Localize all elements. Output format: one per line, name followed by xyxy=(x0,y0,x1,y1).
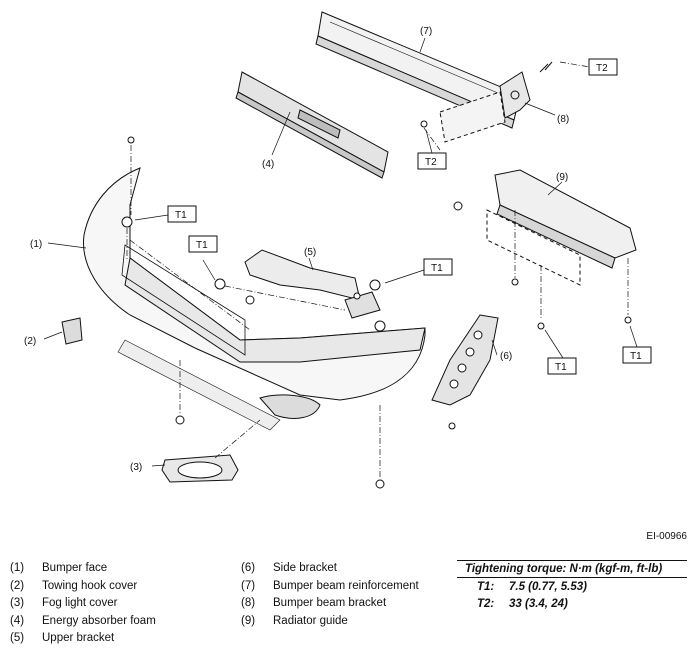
figure-code: EI-00966 xyxy=(646,531,687,542)
legend-right-column: (6) Side bracket (7) Bumper beam reinforce… xyxy=(241,560,419,630)
label-part-9: (9) xyxy=(556,172,568,183)
svg-text:T1: T1 xyxy=(555,362,567,373)
legend-number: (4) xyxy=(10,614,25,627)
legend-item: (6) Side bracket xyxy=(241,560,419,578)
legend-label: Upper bracket xyxy=(42,632,115,645)
torque-heading: Tightening torque: N·m (kgf-m, ft-lb) xyxy=(457,560,687,578)
torque-label: T1: xyxy=(477,581,495,593)
legend-label: Fog light cover xyxy=(42,597,118,610)
torque-value: 33 (3.4, 24) xyxy=(509,598,568,610)
legend-item: (5) Upper bracket xyxy=(10,630,156,648)
legend-label: Towing hook cover xyxy=(42,579,138,592)
part-number-labels: (1) (2) (3) (4) (5) (6) (7) (8) (9) xyxy=(24,26,569,473)
legend-item: (4) Energy absorber foam xyxy=(10,613,156,631)
torque-specification-table: Tightening torque: N·m (kgf-m, ft-lb) T1… xyxy=(457,560,687,612)
upper-bracket-drawing xyxy=(244,249,381,319)
legend-number: (2) xyxy=(10,579,25,592)
fasteners xyxy=(121,120,632,489)
legend-label: Side bracket xyxy=(273,562,337,574)
callout-t1-radiator-left: T1 xyxy=(547,357,577,375)
legend-item: (9) Radiator guide xyxy=(241,613,419,631)
legend-number: (6) xyxy=(241,562,256,574)
callout-t1-bumper-top: T1 xyxy=(167,205,197,223)
svg-text:T2: T2 xyxy=(596,63,608,74)
fog-light-cover-drawing xyxy=(161,454,239,483)
svg-text:T1: T1 xyxy=(431,263,443,274)
legend-item: (3) Fog light cover xyxy=(10,595,156,613)
legend-number: (3) xyxy=(10,597,25,610)
legend-item: (8) Bumper beam bracket xyxy=(241,595,419,613)
callout-t1-upper-bracket: T1 xyxy=(423,258,453,276)
label-part-6: (6) xyxy=(500,351,512,362)
side-bracket-drawing xyxy=(431,314,499,406)
svg-text:T2: T2 xyxy=(425,157,437,168)
legend-label: Bumper beam reinforcement xyxy=(273,579,419,592)
label-part-3: (3) xyxy=(130,462,142,473)
bumper-beam-bracket-drawing xyxy=(439,61,553,143)
label-part-1: (1) xyxy=(30,239,42,250)
svg-text:T1: T1 xyxy=(175,210,187,221)
legend-label: Radiator guide xyxy=(273,614,348,627)
callout-t1-radiator-right: T1 xyxy=(622,346,652,364)
radiator-guide-drawing xyxy=(453,169,637,286)
svg-text:T1: T1 xyxy=(630,351,642,362)
label-part-4: (4) xyxy=(262,159,274,170)
legend-number: (1) xyxy=(10,562,25,574)
legend-number: (8) xyxy=(241,597,256,610)
leader-lines xyxy=(43,37,638,467)
label-part-5: (5) xyxy=(304,247,316,258)
legend-item: (2) Towing hook cover xyxy=(10,578,156,596)
legend-number: (7) xyxy=(241,579,256,592)
energy-absorber-foam-drawing xyxy=(235,71,389,179)
legend-item: (7) Bumper beam reinforcement xyxy=(241,578,419,596)
label-part-2: (2) xyxy=(24,336,36,347)
torque-callouts: T1 T1 T1 T1 T1 T2 T2 xyxy=(167,58,652,375)
torque-value: 7.5 (0.77, 5.53) xyxy=(509,581,587,593)
towing-hook-cover-drawing xyxy=(61,317,83,345)
legend-number: (9) xyxy=(241,614,256,627)
bumper-face-drawing xyxy=(82,167,426,431)
legend-label: Bumper face xyxy=(42,562,108,574)
label-part-8: (8) xyxy=(557,114,569,125)
callout-t2-beam-front: T2 xyxy=(417,152,447,170)
legend-left-column: (1) Bumper face (2) Towing hook cover (3) F… xyxy=(10,560,156,648)
legend-label: Energy absorber foam xyxy=(42,614,156,627)
label-part-7: (7) xyxy=(420,26,432,37)
callout-t2-beam-bracket: T2 xyxy=(588,58,618,76)
torque-row-t1: T1: 7.5 (0.77, 5.53) xyxy=(457,578,687,595)
torque-label: T2: xyxy=(477,598,495,610)
alignment-lines xyxy=(126,61,629,478)
legend-label: Bumper beam bracket xyxy=(273,597,387,610)
torque-row-t2: T2: 33 (3.4, 24) xyxy=(457,595,687,612)
legend-number: (5) xyxy=(10,632,25,645)
callout-t1-bumper-center: T1 xyxy=(188,235,218,253)
exploded-parts-diagram: (1) (2) (3) (4) (5) (6) (7) (8) (9) T1 T… xyxy=(24,11,652,489)
legend-item: (1) Bumper face xyxy=(10,560,156,578)
svg-text:T1: T1 xyxy=(196,240,208,251)
